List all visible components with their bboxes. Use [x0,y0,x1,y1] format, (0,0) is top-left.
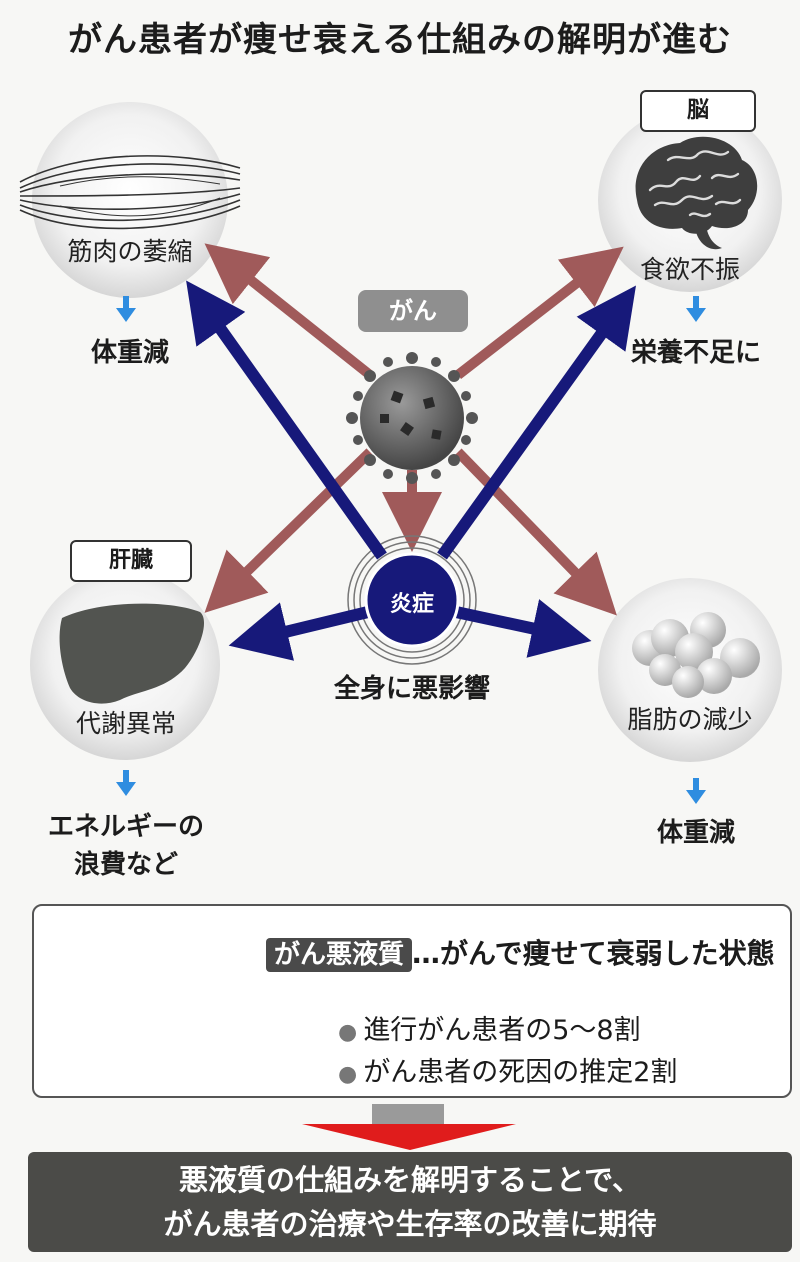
fat-label: 脂肪の減少 [627,705,753,734]
bullet-dot-icon: ● [338,1062,358,1087]
cachexia-definition: …がんで痩せて衰弱した状態 [412,937,775,970]
bullet-item: ●進行がん患者の5〜8割 [338,1015,641,1046]
cachexia-definition-row: がん悪液質…がんで痩せて衰弱した状態 [266,932,786,972]
brain-label: 食欲不振 [639,255,740,284]
inflammation-rings [347,535,477,665]
whole-body-effect: 全身に悪影響 [333,674,490,704]
transition-bar [372,1104,444,1124]
bullet-dot-icon: ● [338,1020,358,1045]
bullet-item: ●がん患者の死因の推定2割 [338,1057,678,1088]
muscle-result: 体重減 [90,338,169,368]
conclusion-line2: がん患者の治療や生存率の改善に期待 [163,1207,657,1241]
down-arrows [116,296,706,804]
cachexia-term: がん悪液質 [266,938,413,972]
arrow-cancer-to-liver [204,448,374,613]
arrow-inflammation-to-muscle [186,280,387,560]
cancer-cell-icon [346,352,478,484]
arrow-inflammation-to-liver [228,602,370,661]
liver-icon [59,603,205,704]
liver-down-arrow [116,770,136,796]
muscle-icon [19,155,241,230]
cachexia-info-box [32,904,792,1098]
liver-label: 代謝異常 [75,709,176,738]
conclusion-line1: 悪液質の仕組みを解明することで、 [179,1163,641,1197]
inflammation-core [364,552,460,648]
muscle-label: 筋肉の萎縮 [67,237,193,266]
arrow-cancer-to-muscle [204,243,374,379]
liver-result-line1: エネルギーの [47,812,204,842]
fat-result: 体重減 [656,818,735,848]
arrow-inflammation-to-brain [437,285,636,560]
muscle-down-arrow [116,296,136,322]
cancer-tag: がん [358,290,468,332]
arrow-inflammation-to-fat [454,599,592,658]
brain-down-arrow [686,296,706,322]
fat-down-arrow [686,778,706,804]
arrow-cancer-to-brain [454,246,624,379]
brain-icon [635,136,758,250]
arrow-cancer-to-fat [454,448,617,616]
brain-result: 栄養不足に [630,338,761,368]
liver-result-line2: 浪費など [73,850,178,880]
conclusion-box: 悪液質の仕組みを解明することで、 がん患者の治療や生存率の改善に期待 [28,1152,792,1252]
inflammation-label: 炎症 [389,592,434,617]
fat-icon [632,612,760,698]
big-red-arrow [302,1124,516,1150]
blue-arrows [186,280,636,661]
red-arrows [204,243,624,616]
brain-tag: 脳 [640,90,756,132]
muscle-bubble [32,102,228,298]
page-title: がん患者が痩せ衰える仕組みの解明が進む [68,20,732,60]
liver-tag: 肝臓 [70,540,192,582]
